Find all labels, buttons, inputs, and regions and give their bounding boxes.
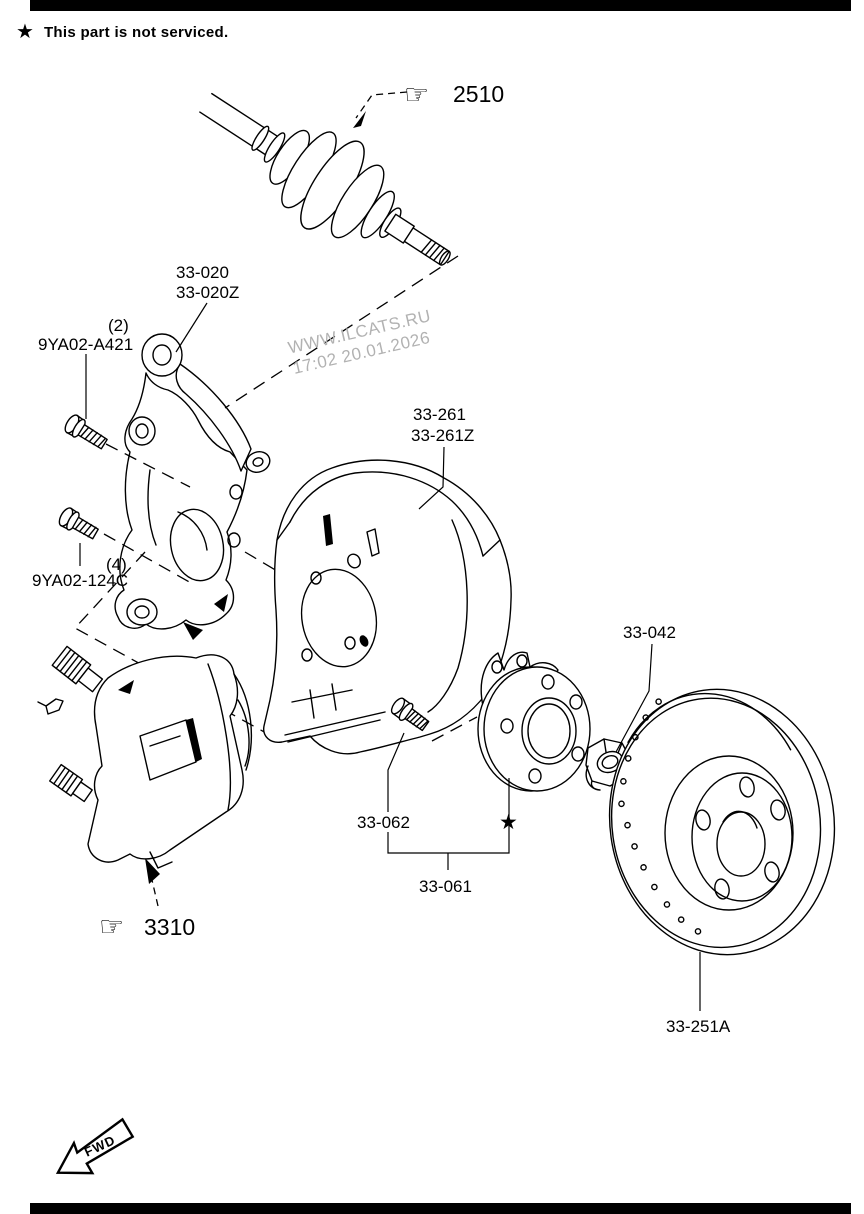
fwd-arrow: FWD (55, 1117, 135, 1175)
bottom-rule-bar (30, 1203, 851, 1214)
knuckle-label-1: 33-020 (176, 263, 229, 282)
brake-disc-drawing (608, 688, 836, 956)
caliper-drawing (37, 645, 253, 869)
knuckle-callout: 33-020 33-020Z (175, 263, 239, 353)
driveshaft-ref-callout: ☞ 2510 (353, 78, 504, 128)
upper-bolt-drawing (64, 414, 108, 450)
dust-shield-drawing (263, 459, 512, 755)
brake-disc-callout: 33-251A (666, 952, 731, 1036)
lower-bolt-label: 9YA02-124C (32, 571, 128, 590)
not-serviced-star-icon: ★ (499, 811, 518, 834)
top-rule-bar (30, 0, 851, 11)
brake-disc-label: 33-251A (666, 1017, 731, 1036)
lower-bolt-callout: (4) 9YA02-124C (32, 533, 194, 590)
caliper-ref-callout: ☞ 3310 (99, 858, 195, 943)
dust-shield-callout: 33-261 33-261Z (411, 405, 474, 510)
wheel-stud-label: 33-062 (357, 813, 410, 832)
hub-nut-label: 33-042 (623, 623, 676, 642)
upper-bolt-qty: (2) (108, 316, 129, 335)
knuckle-label-2: 33-020Z (176, 283, 239, 302)
wheel-stud-drawing (390, 697, 430, 732)
pointing-hand-icon: ☞ (99, 910, 124, 943)
drive-shaft-drawing (199, 92, 451, 266)
dust-shield-label-2: 33-261Z (411, 426, 474, 445)
hub-nut-callout: 33-042 (615, 623, 676, 753)
lower-bolt-drawing (58, 507, 99, 540)
pointing-hand-icon: ☞ (404, 78, 429, 111)
star-icon: ★ (16, 21, 34, 43)
knuckle-drawing (114, 333, 271, 640)
header-note-text: This part is not serviced. (43, 23, 229, 41)
dust-shield-label-1: 33-261 (413, 405, 466, 424)
lower-bolt-qty: (4) (106, 555, 127, 574)
driveshaft-ref-label: 2510 (453, 81, 504, 107)
caliper-ref-label: 3310 (144, 914, 195, 940)
header-note: ★ This part is not serviced. (16, 22, 228, 42)
label-backing (354, 812, 418, 832)
upper-bolt-label: 9YA02-A421 (38, 335, 133, 354)
hub-bearing-callout: 33-062 ★ 33-061 (354, 732, 518, 896)
upper-bolt-callout: (2) 9YA02-A421 (38, 316, 191, 488)
hub-bearing-drawing (477, 651, 591, 792)
disc-vent-holes (618, 698, 702, 935)
hub-bearing-label: 33-061 (419, 877, 472, 896)
